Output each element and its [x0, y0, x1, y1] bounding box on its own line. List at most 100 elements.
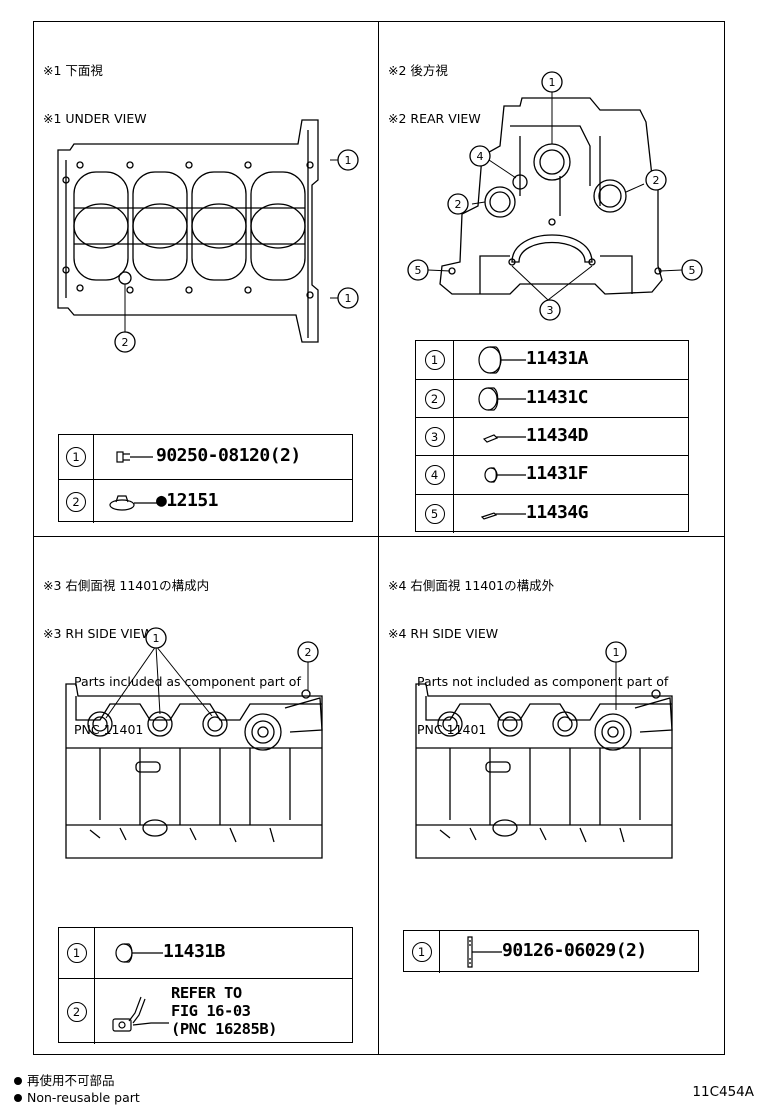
- rear-callout-2b-label: 2: [455, 198, 462, 211]
- legend-en: Non-reusable part: [14, 1089, 140, 1106]
- pin-icon: [480, 512, 526, 520]
- part-number-badge: 1: [411, 942, 432, 962]
- rh-in-caption-en: ※3 RH SIDE VIEW: [43, 626, 154, 641]
- part-number-badge: 1: [66, 447, 86, 467]
- legend-ja: 再使用不可部品: [14, 1072, 140, 1089]
- bolt-icon: [116, 451, 153, 463]
- rear-callout-3: [539, 299, 561, 321]
- cup-plug-large-icon: [478, 346, 526, 374]
- part-number-11434G: 11434G: [526, 502, 589, 523]
- rh-in-parts-table: 1 11431B 2 REFER TO FIG 16-03 (PNC 16285…: [58, 927, 353, 1044]
- bullet-icon: [14, 1076, 22, 1085]
- rear-view-caption-en: ※2 REAR VIEW: [388, 111, 481, 126]
- rh-out-caption-en2: Parts not included as component part of: [417, 674, 669, 689]
- under-callout-2: [114, 331, 136, 353]
- part-number-11431C: 11431C: [526, 387, 589, 408]
- pin-icon: [482, 434, 526, 443]
- legend: 再使用不可部品 Non-reusable part: [14, 1072, 140, 1106]
- parts-row: 2 REFER TO FIG 16-03 (PNC 16285B): [59, 978, 352, 1044]
- rh-out-drawing: 1: [415, 641, 673, 859]
- rear-callout-2a-label: 2: [653, 174, 660, 187]
- part-number-badge: 3: [424, 426, 445, 447]
- rear-callout-5a-label: 5: [415, 264, 422, 277]
- refer-to-note: REFER TO FIG 16-03 (PNC 16285B): [171, 984, 277, 1038]
- part-number-12151: ●12151: [156, 490, 219, 511]
- bullet-icon: [14, 1093, 22, 1102]
- rear-callout-2a: [645, 169, 667, 191]
- rear-callout-5b: [681, 259, 703, 281]
- under-callout-1a-label: 1: [345, 154, 352, 167]
- rh-in-caption-en2: Parts included as component part of: [74, 674, 301, 689]
- parts-row: 2 11431C: [416, 379, 688, 417]
- stud-bolt-icon: [467, 936, 502, 968]
- refer-to-line1: REFER TO: [171, 984, 242, 1002]
- rear-parts-table: 1 11431A 2 11431C 3 11434D 4: [415, 340, 689, 533]
- under-callout-1a: [337, 149, 359, 171]
- rh-out-callout-1-label: 1: [613, 646, 620, 659]
- cup-plug-icon: [115, 943, 163, 963]
- parts-row: 1 90126-06029(2): [404, 931, 698, 973]
- rh-out-callout-1: [605, 641, 627, 663]
- under-view-caption-ja: ※1 下面視: [43, 63, 103, 78]
- under-callout-1b-label: 1: [345, 292, 352, 305]
- parts-row: 5 11434G: [416, 494, 688, 533]
- rh-out-parts-table: 1 90126-06029(2): [403, 930, 699, 973]
- parts-row: 1 90250-08120(2): [59, 435, 352, 479]
- drawing-code: 11C454A: [692, 1084, 754, 1100]
- legend-en-text: Non-reusable part: [27, 1090, 140, 1105]
- plug-icon: [109, 495, 158, 511]
- rh-in-caption: ※3 右側面視 11401の構成内 ※3 RH SIDE VIEW Parts …: [43, 546, 301, 754]
- under-view-caption-en: ※1 UNDER VIEW: [43, 111, 147, 126]
- rh-in-callout-1: [145, 627, 167, 649]
- rh-in-drawing: 1 2: [65, 627, 323, 859]
- diagram-frame: [33, 21, 725, 1055]
- rear-callout-5b-label: 5: [689, 264, 696, 277]
- rh-out-caption-ja: ※4 右側面視 11401の構成外: [388, 578, 555, 593]
- parts-row: 4 11431F: [416, 455, 688, 494]
- rh-out-caption-en: ※4 RH SIDE VIEW: [388, 626, 499, 641]
- rh-in-caption-ja: ※3 右側面視 11401の構成内: [43, 578, 210, 593]
- parts-row: 1 11431A: [416, 341, 688, 379]
- part-number-11431F: 11431F: [526, 463, 589, 484]
- rear-callout-1: [541, 71, 563, 93]
- part-number-11431B: 11431B: [163, 941, 226, 962]
- under-view-caption: ※1 下面視 ※1 UNDER VIEW: [43, 31, 147, 143]
- part-number-badge: 2: [424, 388, 445, 409]
- under-view-drawing: 1 1 2: [57, 119, 359, 353]
- refer-to-line2: FIG 16-03: [171, 1002, 251, 1020]
- part-number-badge: 2: [66, 491, 86, 512]
- rear-callout-4: [469, 145, 491, 167]
- rh-out-caption: ※4 右側面視 11401の構成外 ※4 RH SIDE VIEW Parts …: [388, 546, 668, 754]
- rear-callout-5a: [407, 259, 429, 281]
- rear-view-caption-ja: ※2 後方視: [388, 63, 448, 78]
- rear-callout-3-label: 3: [547, 304, 554, 317]
- part-number-90250: 90250-08120(2): [156, 445, 301, 466]
- rear-view-drawing: 1 2 2 3 4 5 5: [407, 71, 703, 321]
- rh-in-callout-2: [297, 641, 319, 663]
- oil-jet-icon: [112, 996, 169, 1032]
- parts-row: 3 11434D: [416, 417, 688, 455]
- cup-plug-medium-icon: [478, 387, 526, 411]
- part-number-11431A: 11431A: [526, 348, 589, 369]
- rear-callout-2b: [447, 193, 469, 215]
- part-number-90126: 90126-06029(2): [502, 940, 647, 961]
- part-number-badge: 5: [424, 504, 445, 524]
- under-callout-2-label: 2: [122, 336, 129, 349]
- rear-callout-4-label: 4: [477, 150, 484, 163]
- part-number-11434D: 11434D: [526, 425, 589, 446]
- rh-in-callout-1-label: 1: [153, 632, 160, 645]
- legend-ja-text: 再使用不可部品: [27, 1073, 115, 1088]
- rear-callout-1-label: 1: [549, 76, 556, 89]
- rh-in-callout-2-label: 2: [305, 646, 312, 659]
- panel-divider-vertical: [378, 21, 379, 1055]
- panel-divider-horizontal: [33, 536, 725, 537]
- rear-view-caption: ※2 後方視 ※2 REAR VIEW: [388, 31, 481, 143]
- parts-row: 2 ●12151: [59, 479, 352, 523]
- under-callout-1b: [337, 287, 359, 309]
- part-number-badge: 1: [424, 350, 445, 370]
- part-number-badge: 4: [424, 465, 445, 485]
- part-number-badge: 2: [66, 1001, 87, 1022]
- under-parts-table: 1 90250-08120(2) 2 ●12151: [58, 434, 353, 523]
- cup-plug-small-icon: [484, 467, 526, 483]
- parts-row: 1 11431B: [59, 928, 352, 978]
